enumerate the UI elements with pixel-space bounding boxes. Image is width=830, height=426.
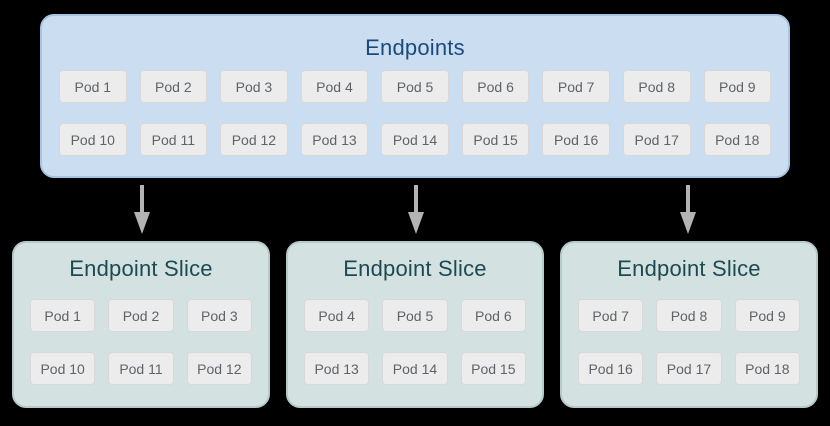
down-arrow-icon: [408, 185, 424, 235]
pod-chip: Pod 5: [382, 299, 448, 332]
pod-row: Pod 16 Pod 17 Pod 18: [578, 352, 800, 385]
pod-chip: Pod 8: [622, 70, 691, 103]
pod-chip: Pod 3: [220, 70, 288, 103]
pod-chip: Pod 11: [108, 352, 174, 385]
pod-chip: Pod 13: [300, 123, 369, 156]
pod-chip: Pod 6: [461, 70, 530, 103]
pod-chip: Pod 10: [59, 123, 127, 156]
pod-row: Pod 10 Pod 11 Pod 12 Pod 13 Pod 14 Pod 15 Pod …: [59, 123, 772, 156]
pod-chip: Pod 12: [186, 352, 252, 385]
pod-chip: Pod 7: [542, 70, 610, 103]
pod-chip: Pod 17: [622, 123, 691, 156]
pod-chip: Pod 3: [186, 299, 252, 332]
pod-chip: Pod 4: [300, 70, 369, 103]
pod-row: Pod 1 Pod 2 Pod 3 Pod 4 Pod 5 Pod 6 Pod 7 Pod 8…: [59, 70, 772, 103]
pod-chip: Pod 15: [461, 123, 530, 156]
pod-row: Pod 7 Pod 8 Pod 9: [578, 299, 800, 332]
pod-chip: Pod 11: [139, 123, 208, 156]
pod-chip: Pod 1: [30, 299, 96, 332]
pod-row: Pod 13 Pod 14 Pod 15: [304, 352, 526, 385]
endpoint-slice-title: Endpoint Slice: [69, 256, 213, 281]
pod-chip: Pod 4: [304, 299, 370, 332]
endpoint-slice-title: Endpoint Slice: [343, 256, 487, 281]
down-arrow-icon: [134, 185, 150, 235]
pod-chip: Pod 2: [108, 299, 174, 332]
pod-chip: Pod 7: [578, 299, 644, 332]
pod-chip: Pod 13: [304, 352, 370, 385]
endpoints-pods-grid: Pod 1 Pod 2 Pod 3 Pod 4 Pod 5 Pod 6 Pod 7 Pod 8…: [59, 70, 772, 156]
pod-chip: Pod 9: [734, 299, 800, 332]
pod-chip: Pod 12: [220, 123, 288, 156]
pod-chip: Pod 18: [703, 123, 772, 156]
pod-chip: Pod 16: [542, 123, 610, 156]
slice-pods-grid: Pod 4 Pod 5 Pod 6 Pod 13 Pod 14 Pod 15: [304, 299, 526, 385]
pod-row: Pod 1 Pod 2 Pod 3: [30, 299, 252, 332]
pod-chip: Pod 1: [59, 70, 127, 103]
pod-row: Pod 4 Pod 5 Pod 6: [304, 299, 526, 332]
slice-pods-grid: Pod 7 Pod 8 Pod 9 Pod 16 Pod 17 Pod 18: [578, 299, 800, 385]
endpoints-container: Endpoints Pod 1 Pod 2 Pod 3 Pod 4 Pod 5 Pod 6…: [40, 14, 790, 178]
pod-chip: Pod 18: [734, 352, 800, 385]
down-arrow-icon: [680, 185, 696, 235]
slice-pods-grid: Pod 1 Pod 2 Pod 3 Pod 10 Pod 11 Pod 12: [30, 299, 252, 385]
pod-chip: Pod 10: [30, 352, 96, 385]
pod-chip: Pod 2: [139, 70, 208, 103]
endpoints-title: Endpoints: [365, 35, 465, 60]
endpoint-slice-title: Endpoint Slice: [617, 256, 761, 281]
pod-chip: Pod 14: [381, 123, 449, 156]
pod-chip: Pod 6: [460, 299, 526, 332]
pod-chip: Pod 5: [381, 70, 449, 103]
pod-chip: Pod 16: [578, 352, 644, 385]
pod-chip: Pod 14: [382, 352, 448, 385]
pod-chip: Pod 17: [656, 352, 722, 385]
pod-row: Pod 10 Pod 11 Pod 12: [30, 352, 252, 385]
pod-chip: Pod 9: [703, 70, 772, 103]
pod-chip: Pod 8: [656, 299, 722, 332]
pod-chip: Pod 15: [460, 352, 526, 385]
